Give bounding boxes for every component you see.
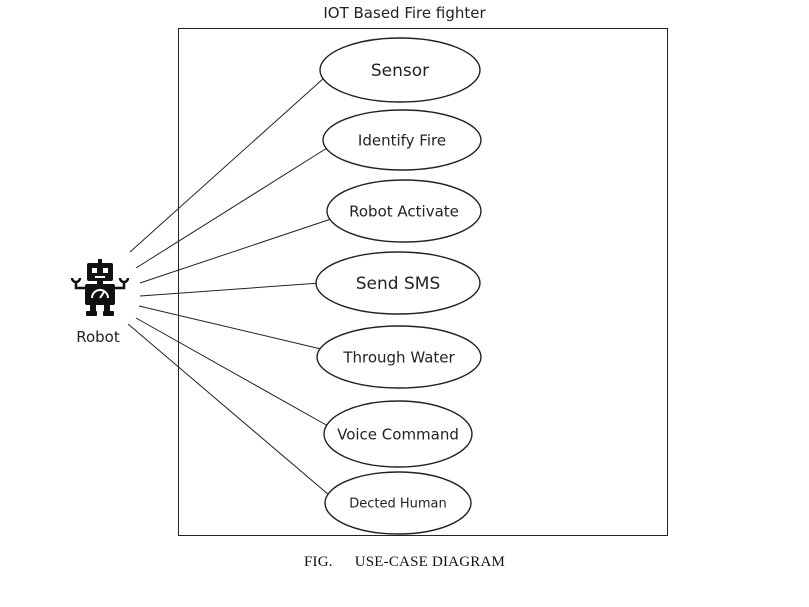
use-case-label: Robot Activate (349, 203, 459, 221)
use-case-voice-command: Voice Command (323, 400, 473, 468)
association-line-send-sms (139, 282, 321, 297)
system-boundary (178, 28, 668, 536)
use-case-robot-activate: Robot Activate (326, 179, 482, 243)
use-case-ellipse (326, 179, 482, 243)
use-case-ellipse (323, 400, 473, 468)
figure-caption: FIG. USE-CASE DIAGRAM (0, 554, 809, 571)
use-case-through-water: Through Water (316, 325, 482, 389)
use-case-ellipse (322, 109, 482, 171)
use-case-label: Identify Fire (358, 132, 446, 150)
association-line-sensor (129, 77, 325, 253)
association-line-through-water (138, 305, 322, 350)
use-case-sensor: Sensor (319, 37, 481, 103)
association-line-dected-human (127, 323, 330, 496)
use-case-label: Sensor (371, 61, 429, 81)
use-case-identify-fire: Identify Fire (322, 109, 482, 171)
association-line-robot-activate (139, 218, 332, 284)
use-case-ellipse (315, 251, 481, 315)
use-case-label: Voice Command (337, 426, 459, 444)
use-case-ellipse (324, 471, 472, 535)
use-case-label: Send SMS (356, 274, 440, 294)
use-case-label: Through Water (342, 349, 455, 367)
diagram-title: IOT Based Fire fighter (323, 4, 486, 22)
association-line-identify-fire (135, 147, 328, 269)
use-case-dected-human: Dected Human (324, 471, 472, 535)
figure-number: FIG. (303, 554, 333, 570)
association-line-voice-command (135, 317, 329, 427)
association-lines (127, 77, 332, 496)
actor-label: Robot (76, 328, 120, 346)
use-case-ellipse (316, 325, 482, 389)
figure-caption-text: USE-CASE DIAGRAM (354, 554, 506, 570)
use-case-send-sms: Send SMS (315, 251, 481, 315)
use-case-label: Dected Human (349, 497, 447, 512)
use-case-ellipse (319, 37, 481, 103)
robot-icon (70, 259, 130, 316)
